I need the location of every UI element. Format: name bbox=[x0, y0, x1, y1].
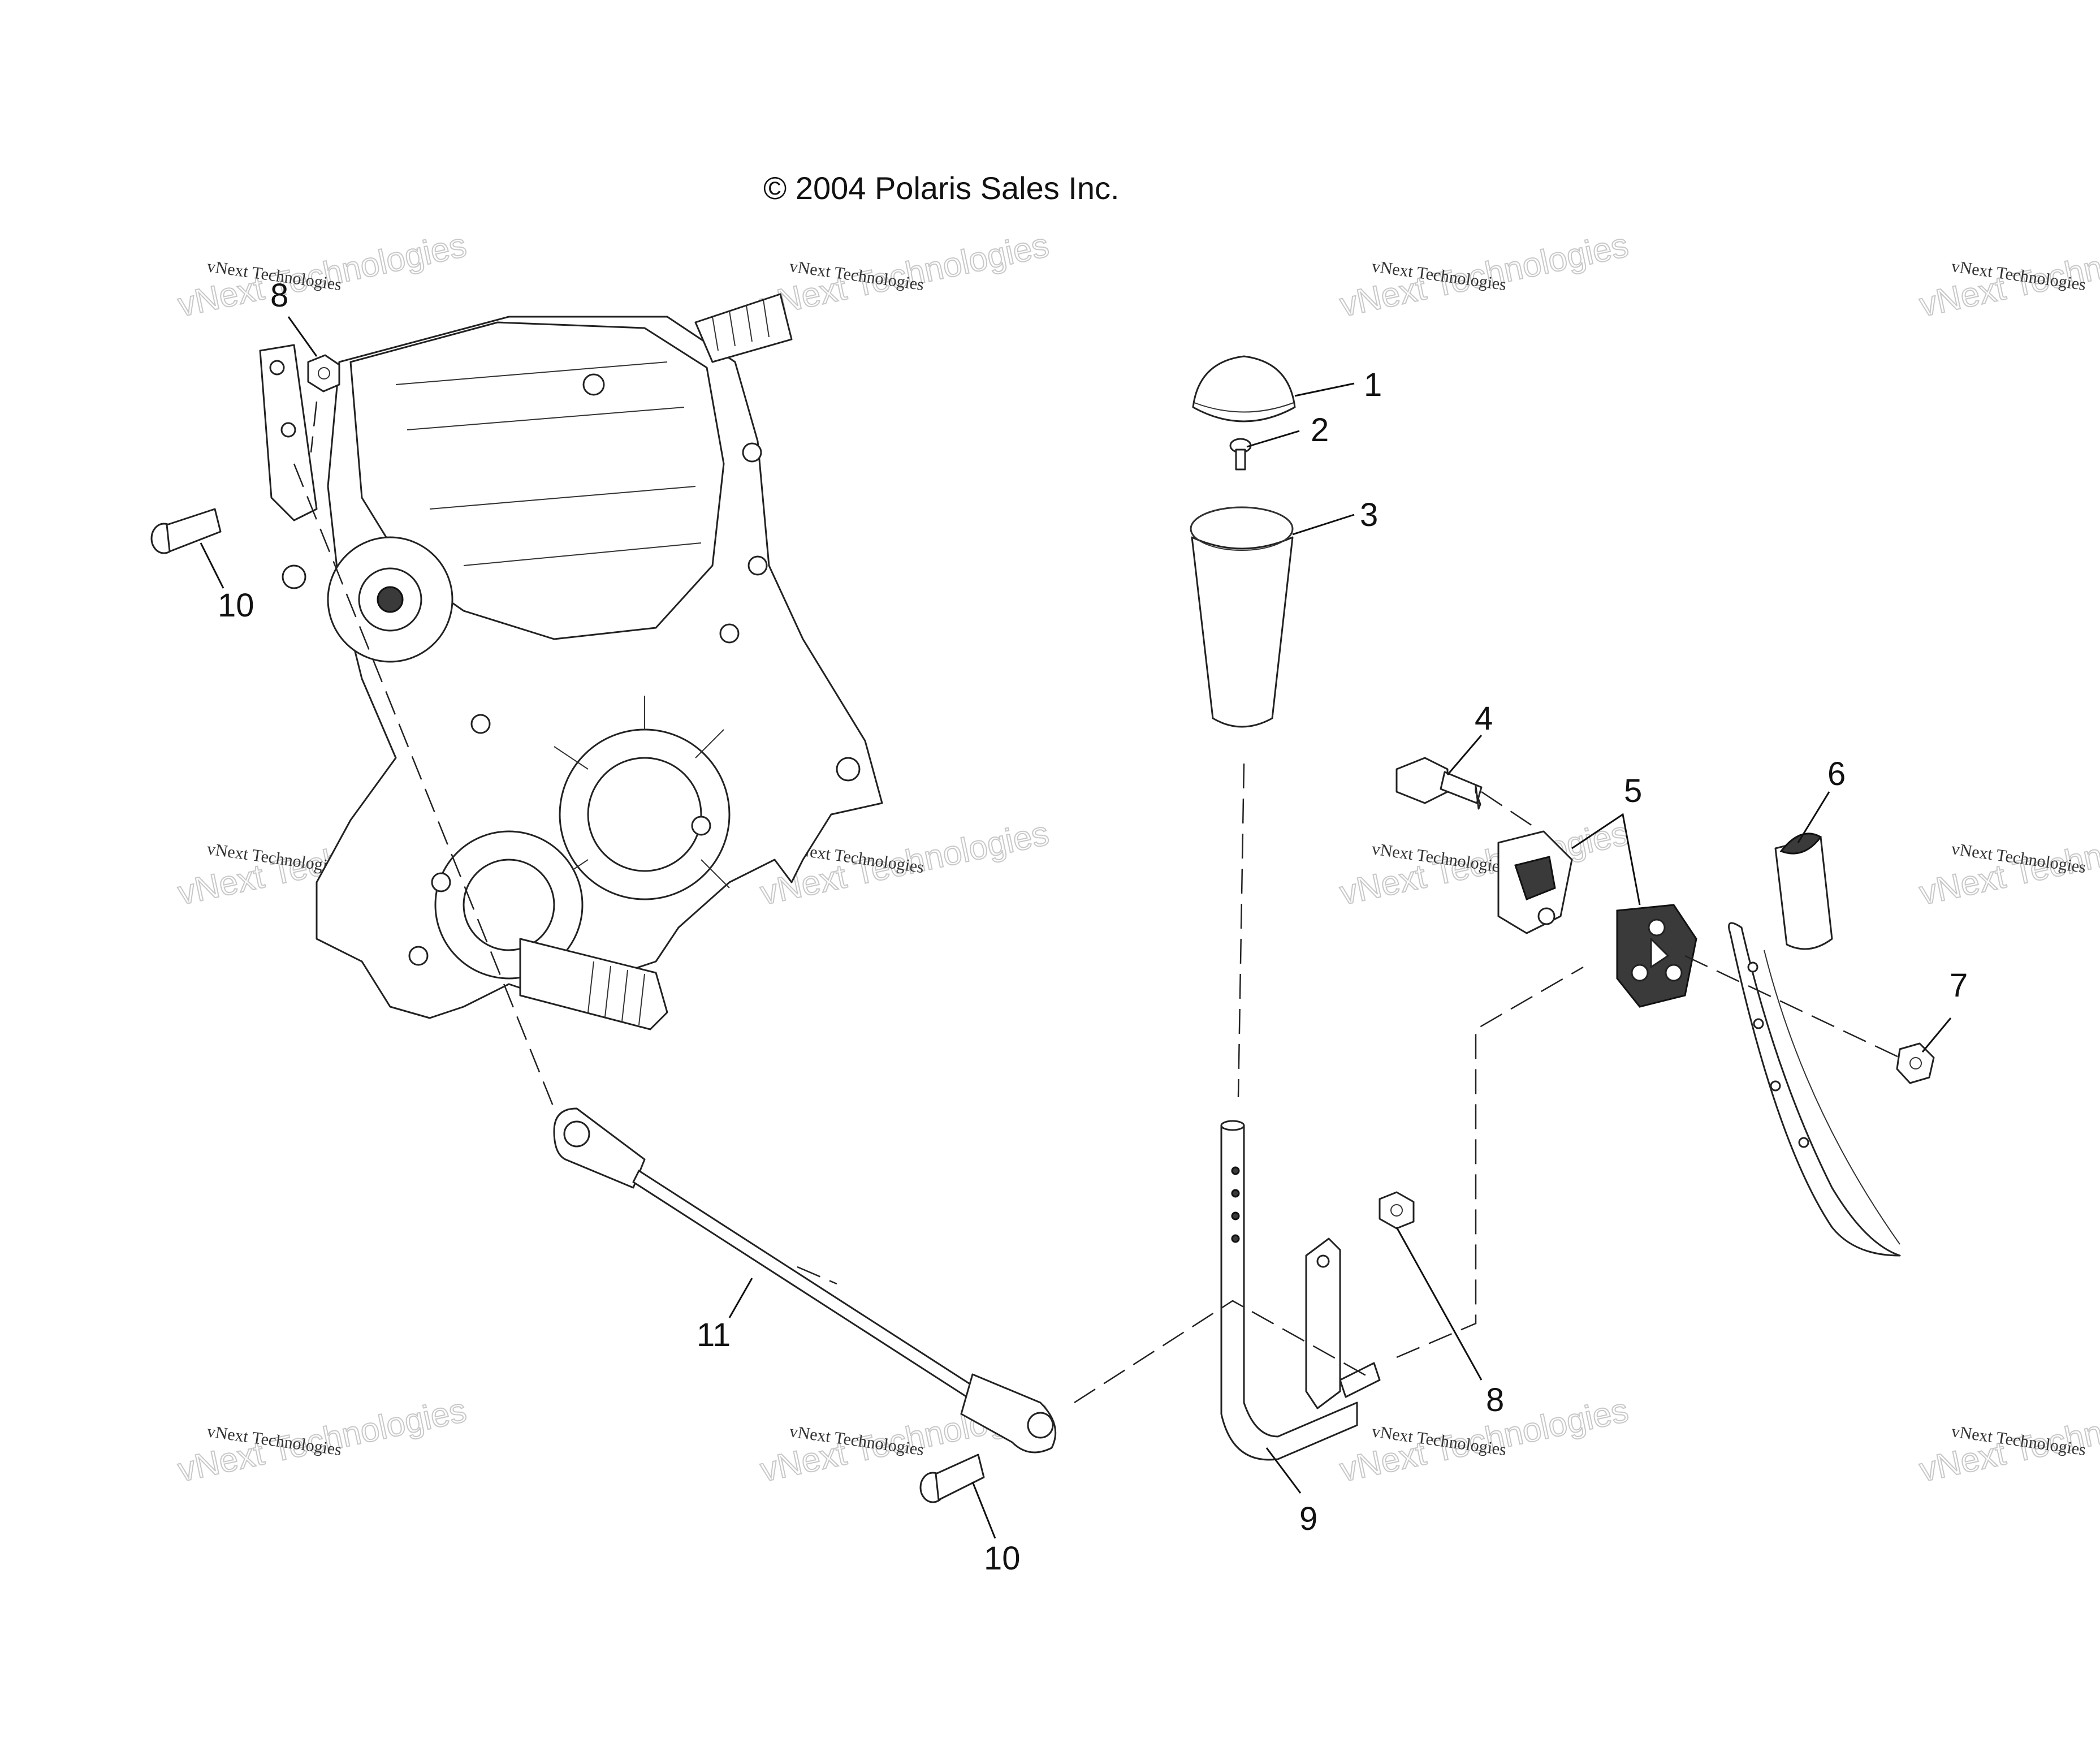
watermark: vNext Technologies vNext Technologies bbox=[174, 225, 470, 324]
callout-7: 7 bbox=[1950, 967, 1968, 1004]
callout-10-bottom: 10 bbox=[984, 1540, 1021, 1577]
callout-4: 4 bbox=[1475, 700, 1493, 737]
pin-10-bottom bbox=[919, 1454, 985, 1503]
watermark: vNext Technologies vNext Technologies bbox=[757, 225, 1053, 324]
screw bbox=[1229, 438, 1252, 471]
knob-cap bbox=[1192, 355, 1296, 422]
watermark: vNext Technologies vNext Technologies bbox=[1916, 225, 2100, 324]
callout-1: 1 bbox=[1364, 366, 1382, 403]
mounting-bracket bbox=[1728, 922, 1901, 1257]
callout-5: 5 bbox=[1624, 773, 1642, 809]
copyright-notice: © 2004 Polaris Sales Inc. bbox=[763, 170, 1120, 206]
nut-7 bbox=[1896, 1042, 1935, 1084]
bushing bbox=[1497, 830, 1573, 934]
pin-10-top bbox=[150, 508, 222, 554]
watermark: vNext Technologies vNext Technologies bbox=[1916, 1390, 2100, 1489]
watermark: vNext Technologies vNext Technologies bbox=[1336, 813, 1632, 912]
callout-8-top: 8 bbox=[270, 277, 288, 314]
callout-labels: 1 2 3 4 5 6 7 8 8 9 10 10 11 bbox=[218, 277, 1968, 1577]
callout-3: 3 bbox=[1360, 497, 1378, 533]
callout-11: 11 bbox=[697, 1317, 731, 1353]
assembly-lines bbox=[293, 401, 1900, 1404]
watermark: vNext Technologies vNext Technologies bbox=[1336, 225, 1632, 324]
shift-knob bbox=[1190, 506, 1294, 728]
callout-2: 2 bbox=[1311, 412, 1329, 448]
callout-8-bottom: 8 bbox=[1486, 1382, 1504, 1418]
watermark: vNext Technologies vNext Technologies bbox=[1916, 813, 2100, 912]
watermark: vNext Technologies vNext Technologies bbox=[1336, 1390, 1632, 1489]
callout-10-top: 10 bbox=[218, 587, 254, 624]
sleeve bbox=[1774, 833, 1833, 950]
callout-9: 9 bbox=[1299, 1500, 1317, 1537]
nut-8-bottom bbox=[1379, 1191, 1415, 1230]
transmission-housing bbox=[259, 293, 883, 1030]
nut-8-top bbox=[307, 354, 340, 393]
damper-plate bbox=[1616, 904, 1697, 1008]
shift-linkage-rod bbox=[553, 1107, 1057, 1454]
callout-6: 6 bbox=[1827, 756, 1846, 792]
leader-lines bbox=[200, 316, 1952, 1539]
watermark: vNext Technologies vNext Technologies bbox=[174, 1390, 470, 1489]
shift-lever bbox=[1220, 1120, 1381, 1461]
bolt bbox=[1395, 757, 1483, 810]
